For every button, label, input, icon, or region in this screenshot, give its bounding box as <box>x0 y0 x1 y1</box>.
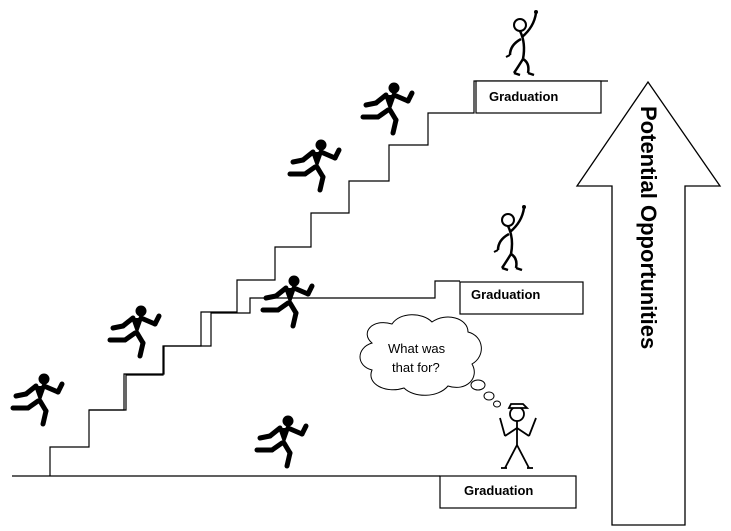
up-arrow-icon: Potential Opportunities <box>575 80 722 526</box>
running-person-icon <box>363 83 412 134</box>
upper-staircase <box>49 80 608 476</box>
confused-person-icon <box>499 403 537 469</box>
celebrating-person-icon <box>492 203 528 272</box>
running-person-icon <box>290 140 339 191</box>
arrow-label: Potential Opportunities <box>636 106 661 349</box>
graduation-label-middle: Graduation <box>471 287 540 302</box>
graduation-label-top: Graduation <box>489 89 558 104</box>
celebrating-person-icon <box>504 8 540 77</box>
lower-staircase <box>89 280 460 411</box>
running-person-icon <box>13 374 62 425</box>
running-person-icon <box>257 416 306 467</box>
running-person-icon <box>263 276 312 327</box>
graduation-box-middle: Graduation <box>459 281 584 315</box>
thought-text-line1: What was <box>388 341 446 356</box>
graduation-box-top: Graduation <box>475 80 602 114</box>
thought-cloud-icon: What was that for? <box>359 314 501 408</box>
running-person-icon <box>110 306 159 357</box>
thought-text-line2: that for? <box>392 360 440 375</box>
graduation-label-bottom: Graduation <box>464 483 533 498</box>
graduation-box-bottom: Graduation <box>439 475 577 509</box>
